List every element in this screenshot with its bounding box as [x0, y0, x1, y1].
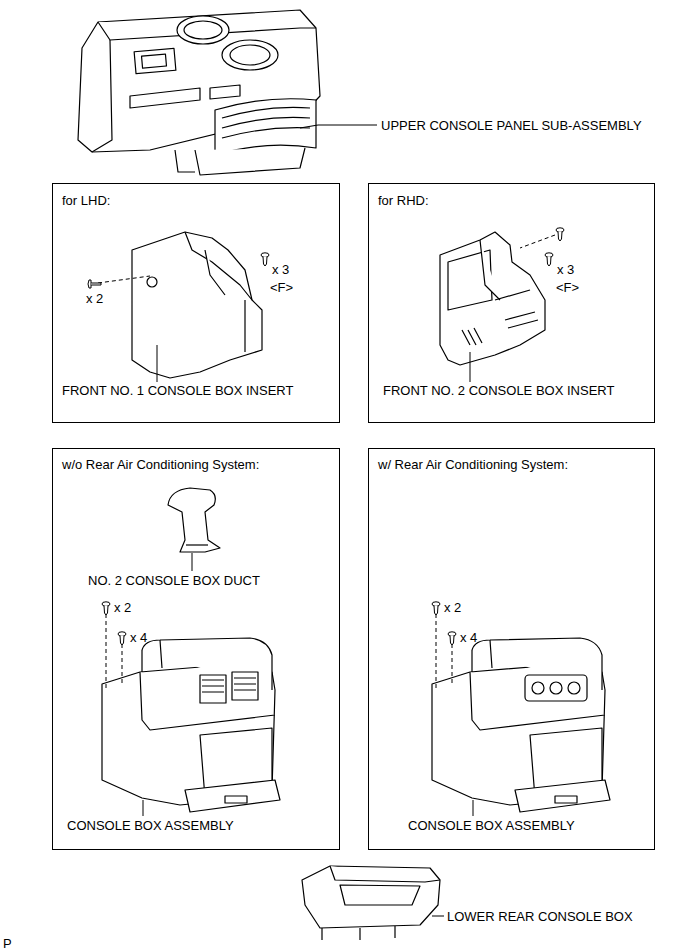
figure-code: P: [3, 936, 12, 951]
part-label: CONSOLE BOX ASSEMBLY: [408, 818, 575, 833]
part-label: <F>: [270, 280, 293, 295]
part-label: x 4: [130, 630, 147, 645]
part-label: <F>: [556, 280, 579, 295]
part-label: x 2: [86, 291, 103, 306]
part-label: x 3: [272, 262, 289, 277]
option-panel: for LHD: x 2 x 3 <F> FRONT NO. 1 CONSOLE BOX…: [52, 183, 340, 423]
option-panel: w/o Rear Air Conditioning System: NO. 2 C…: [52, 448, 340, 850]
part-label: NO. 2 CONSOLE BOX DUCT: [88, 573, 260, 588]
part-label: FRONT NO. 2 CONSOLE BOX INSERT: [383, 383, 614, 398]
part-label: x 4: [460, 630, 477, 645]
part-label: x 3: [557, 262, 574, 277]
option-panel: w/ Rear Air Conditioning System: x 2 x 4 CO…: [368, 448, 655, 850]
part-label: LOWER REAR CONSOLE BOX: [447, 909, 633, 924]
part-label: CONSOLE BOX ASSEMBLY: [67, 818, 234, 833]
part-label: x 2: [444, 600, 461, 615]
option-panel: for RHD: x 3 <F> FRONT NO. 2 CONSOLE BOX IN…: [368, 183, 655, 423]
part-label: UPPER CONSOLE PANEL SUB-ASSEMBLY: [381, 118, 642, 133]
panel-heading: for LHD:: [62, 193, 110, 208]
panel-heading: for RHD:: [378, 193, 429, 208]
part-label: x 2: [114, 600, 131, 615]
part-label: FRONT NO. 1 CONSOLE BOX INSERT: [62, 383, 293, 398]
panel-heading: w/o Rear Air Conditioning System:: [62, 457, 259, 472]
panel-heading: w/ Rear Air Conditioning System:: [378, 457, 568, 472]
